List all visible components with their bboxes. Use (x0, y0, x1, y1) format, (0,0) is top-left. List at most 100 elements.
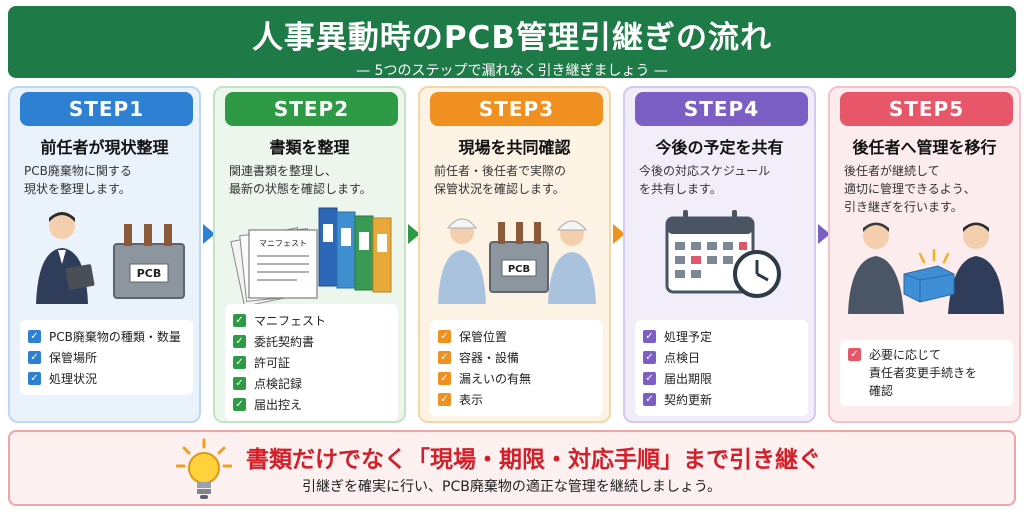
step-desc-line: 前任者・後任者で実際の (434, 164, 567, 178)
checklist-item: ✓ 届出期限 (643, 368, 800, 389)
step-desc-line: 関連書類を整理し、 (229, 164, 338, 178)
checkbox-icon: ✓ (438, 351, 451, 364)
person-left-icon (848, 222, 904, 314)
step-checklist: ✓ マニフェスト ✓ 委託契約書 ✓ 許可証 ✓ 点検記録 ✓ 届出控え (225, 304, 398, 421)
document-label: マニフェスト (259, 239, 307, 248)
checklist-item-label: 届出控え (254, 398, 303, 412)
checklist-item-line: 必要に応じて (869, 348, 942, 362)
checklist-item-label: 処理予定 (664, 330, 713, 344)
arrow-right-icon (613, 224, 625, 244)
step-desc-line: PCB廃棄物に関する (24, 164, 132, 178)
transformer-icon: PCB (489, 222, 549, 293)
checkbox-icon: ✓ (28, 351, 41, 364)
step-description: 後任者が継続して適切に管理できるよう、引き継ぎを行います。 (844, 162, 1014, 216)
lightbulb-icon (176, 438, 232, 499)
checklist-item-label: 点検日 (664, 351, 701, 365)
arrow-right-icon (408, 224, 420, 244)
checklist-item: ✓ 保管場所 (28, 347, 185, 368)
summary-headline: 書類だけでなく「現場・期限・対応手順」まで引き継ぐ (246, 447, 821, 473)
header-banner: 人事異動時のPCB管理引継ぎの流れ — 5つのステップで漏れなく引き継ぎましょう… (8, 6, 1016, 79)
checklist-item: ✓ 委託契約書 (233, 331, 390, 352)
checklist-item-label: 委託契約書 (254, 335, 315, 349)
person-with-clipboard-icon (36, 212, 95, 304)
step-heading: 後任者へ管理を移行 (852, 138, 997, 157)
checkbox-icon: ✓ (28, 330, 41, 343)
step-label: STEP1 (20, 92, 193, 126)
checkbox-icon: ✓ (233, 398, 246, 411)
transformer-label: PCB (508, 264, 530, 275)
checklist-item-label: 漏えいの有無 (459, 372, 532, 386)
step-description: PCB廃棄物に関する現状を整理します。 (24, 162, 194, 198)
checkbox-icon: ✓ (438, 330, 451, 343)
step-description: 関連書類を整理し、最新の状態を確認します。 (229, 162, 399, 198)
transformer-icon: PCB (113, 224, 185, 299)
step-label: STEP3 (430, 92, 603, 126)
transformer-label: PCB (137, 267, 162, 280)
checklist-item-line: 確認 (869, 384, 894, 398)
checklist-item: ✓ 点検日 (643, 347, 800, 368)
checkbox-icon: ✓ (233, 314, 246, 327)
step-description: 今後の対応スケジュールを共有します。 (639, 162, 809, 198)
step-card-3: STEP3 現場を共同確認 前任者・後任者で実際の保管状況を確認します。 PCB (418, 86, 611, 423)
step-desc-line: を共有します。 (639, 182, 722, 196)
step-desc-line: 現状を整理します。 (24, 182, 131, 196)
step-desc-line: 保管状況を確認します。 (434, 182, 565, 196)
step-heading: 今後の予定を共有 (655, 138, 784, 157)
step-description: 前任者・後任者で実際の保管状況を確認します。 (434, 162, 604, 198)
checklist-item-label: 保管位置 (459, 330, 508, 344)
checkbox-icon: ✓ (438, 393, 451, 406)
page-subtitle: — 5つのステップで漏れなく引き継ぎましょう — (356, 63, 668, 79)
checkbox-icon: ✓ (643, 372, 656, 385)
step-illustration: PCB (22, 204, 190, 304)
checklist-item-label: 保管場所 (49, 351, 98, 365)
checklist-item-line: 責任者変更手続きを (869, 366, 978, 380)
checkbox-icon: ✓ (233, 335, 246, 348)
checkbox-icon: ✓ (28, 372, 41, 385)
step-illustration: PCB (432, 204, 600, 304)
checkbox-icon: ✓ (643, 393, 656, 406)
step-heading: 現場を共同確認 (458, 138, 571, 157)
step-desc-line: 引き継ぎを行います。 (844, 200, 963, 214)
page-title: 人事異動時のPCB管理引継ぎの流れ (251, 20, 773, 56)
checklist-item-label: 容器・設備 (459, 351, 520, 365)
checklist-item: ✓ 処理状況 (28, 368, 185, 389)
step-heading: 書類を整理 (269, 138, 350, 157)
box-handover-icon (903, 248, 955, 303)
checklist-item: ✓ 届出控え (233, 394, 390, 415)
checklist-item: ✓ 保管位置 (438, 326, 595, 347)
step-illustration (637, 204, 805, 304)
checkbox-icon: ✓ (643, 330, 656, 343)
binders-icon (318, 207, 392, 293)
checklist-item-label: マニフェスト (254, 314, 327, 328)
checkbox-icon: ✓ (233, 356, 246, 369)
step-label: STEP5 (840, 92, 1013, 126)
summary-text: 引継ぎを確実に行い、PCB廃棄物の適正な管理を継続しましょう。 (302, 479, 721, 495)
person-right-icon (948, 222, 1004, 314)
step-checklist: ✓ 処理予定 ✓ 点検日 ✓ 届出期限 ✓ 契約更新 (635, 320, 808, 416)
checklist-item-label: 届出期限 (664, 372, 713, 386)
checkbox-icon: ✓ (438, 372, 451, 385)
step-checklist: ✓ 必要に応じて責任者変更手続きを確認 (840, 340, 1013, 406)
step-card-2: STEP2 書類を整理 関連書類を整理し、最新の状態を確認します。 マニフェスト (213, 86, 406, 423)
clock-icon (733, 250, 781, 298)
checklist-item: ✓ 漏えいの有無 (438, 368, 595, 389)
worker-left-icon (438, 218, 486, 304)
calendar-icon (665, 210, 755, 294)
arrow-right-icon (818, 224, 830, 244)
step-label: STEP4 (635, 92, 808, 126)
checkbox-icon: ✓ (643, 351, 656, 364)
checklist-item: ✓ 契約更新 (643, 389, 800, 410)
checklist-item: ✓ 点検記録 (233, 373, 390, 394)
step-illustration (842, 214, 1010, 314)
step-card-4: STEP4 今後の予定を共有 今後の対応スケジュールを共有します。 (623, 86, 816, 423)
document-stack-icon: マニフェスト (230, 227, 318, 307)
summary-box: 書類だけでなく「現場・期限・対応手順」まで引き継ぐ 引継ぎを確実に行い、PCB廃… (8, 430, 1016, 506)
step-desc-line: 今後の対応スケジュール (639, 164, 771, 178)
checklist-item: 必要に応じて責任者変更手続きを確認 (869, 346, 977, 400)
checklist-item: ✓ マニフェスト (233, 310, 390, 331)
checklist-item-label: 処理状況 (49, 372, 98, 386)
checklist-item: ✓ 表示 (438, 389, 595, 410)
step-checklist: ✓ 保管位置 ✓ 容器・設備 ✓ 漏えいの有無 ✓ 表示 (430, 320, 603, 416)
checklist-item-label: 表示 (459, 393, 484, 407)
arrow-right-icon (203, 224, 215, 244)
